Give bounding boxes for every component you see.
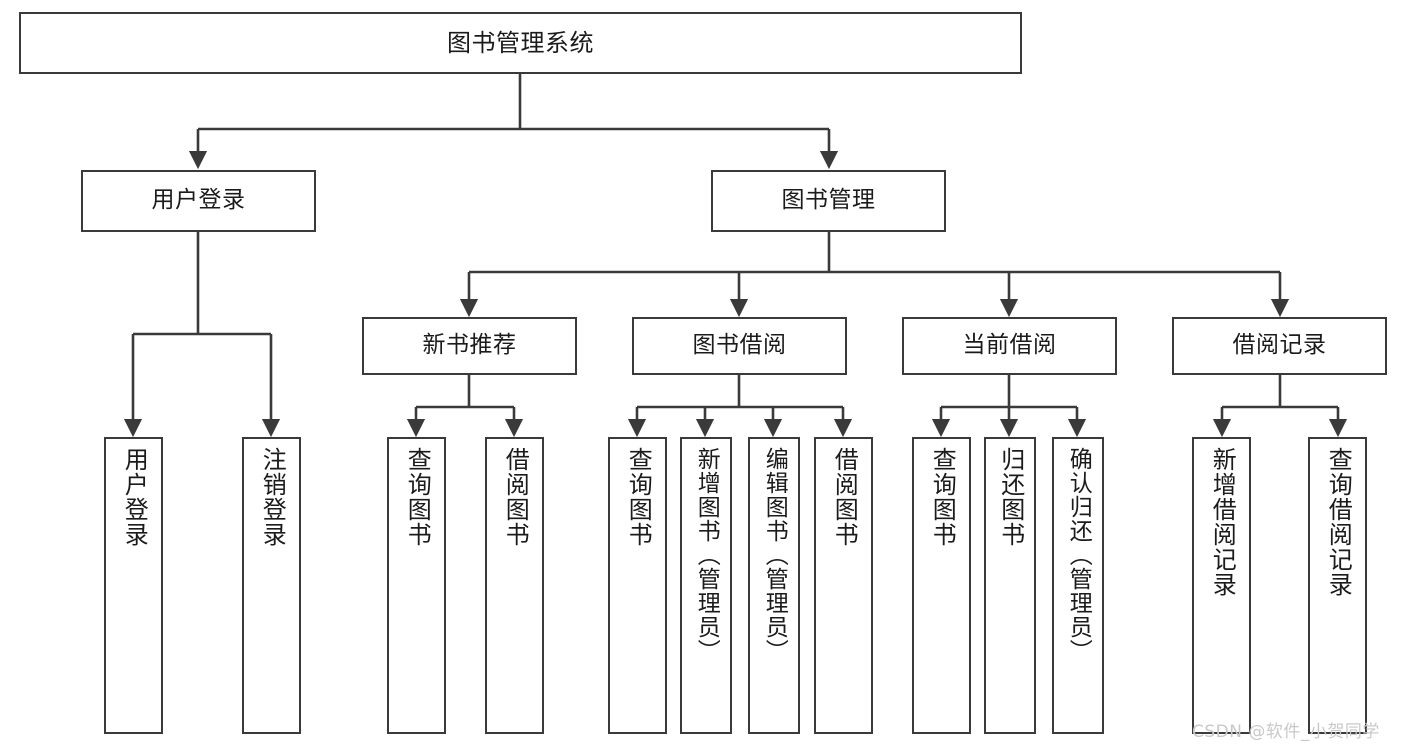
leaf-user-login-signout[interactable]: 注销登录 bbox=[242, 437, 301, 734]
node-book-management[interactable]: 图书管理 bbox=[711, 170, 946, 232]
leaf-borrow-record-query[interactable]: 查询借阅记录 bbox=[1308, 437, 1367, 734]
leaf-book-borrow-borrow[interactable]: 借阅图书 bbox=[814, 437, 873, 734]
node-root-book-management-system[interactable]: 图书管理系统 bbox=[19, 12, 1022, 74]
node-label: 注销登录 bbox=[258, 447, 287, 547]
node-new-book-recommend[interactable]: 新书推荐 bbox=[362, 317, 577, 375]
node-label: 借阅图书 bbox=[501, 447, 530, 547]
leaf-current-borrow-query[interactable]: 查询图书 bbox=[912, 437, 971, 734]
node-label: 查询借阅记录 bbox=[1324, 447, 1353, 597]
leaf-book-borrow-edit[interactable]: 编辑图书（管理员） bbox=[748, 437, 800, 734]
node-label: 编辑图书（管理员） bbox=[761, 447, 788, 663]
node-label: 借阅记录 bbox=[1232, 332, 1327, 359]
csdn-watermark: CSDN @软件_小贺同学 bbox=[1192, 722, 1380, 742]
node-label: 借阅图书 bbox=[830, 447, 859, 547]
node-label: 新增借阅记录 bbox=[1208, 447, 1237, 597]
node-label: 确认归还（管理员） bbox=[1065, 447, 1092, 663]
leaf-current-borrow-return[interactable]: 归还图书 bbox=[984, 437, 1036, 734]
node-book-borrow[interactable]: 图书借阅 bbox=[632, 317, 847, 375]
leaf-book-borrow-query[interactable]: 查询图书 bbox=[608, 437, 667, 734]
node-label: 当前借阅 bbox=[962, 332, 1057, 359]
leaf-borrow-record-add[interactable]: 新增借阅记录 bbox=[1192, 437, 1251, 734]
node-label: 用户登录 bbox=[120, 447, 149, 547]
node-user-login[interactable]: 用户登录 bbox=[81, 170, 316, 232]
node-label: 查询图书 bbox=[928, 447, 957, 547]
node-label: 查询图书 bbox=[624, 447, 653, 547]
node-label: 归还图书 bbox=[996, 447, 1025, 547]
node-label: 图书管理 bbox=[781, 187, 876, 214]
node-label: 用户登录 bbox=[151, 187, 246, 214]
node-borrow-record[interactable]: 借阅记录 bbox=[1172, 317, 1387, 375]
node-label: 新增图书（管理员） bbox=[693, 447, 720, 663]
leaf-new-book-query[interactable]: 查询图书 bbox=[387, 437, 446, 734]
leaf-current-borrow-confirm-return[interactable]: 确认归还（管理员） bbox=[1052, 437, 1104, 734]
leaf-new-book-borrow[interactable]: 借阅图书 bbox=[485, 437, 544, 734]
node-label: 查询图书 bbox=[403, 447, 432, 547]
node-label: 图书管理系统 bbox=[447, 28, 594, 57]
node-current-borrow[interactable]: 当前借阅 bbox=[902, 317, 1117, 375]
leaf-book-borrow-add[interactable]: 新增图书（管理员） bbox=[680, 437, 732, 734]
node-label: 新书推荐 bbox=[422, 332, 517, 359]
node-label: 图书借阅 bbox=[692, 332, 787, 359]
leaf-user-login-signin[interactable]: 用户登录 bbox=[104, 437, 163, 734]
